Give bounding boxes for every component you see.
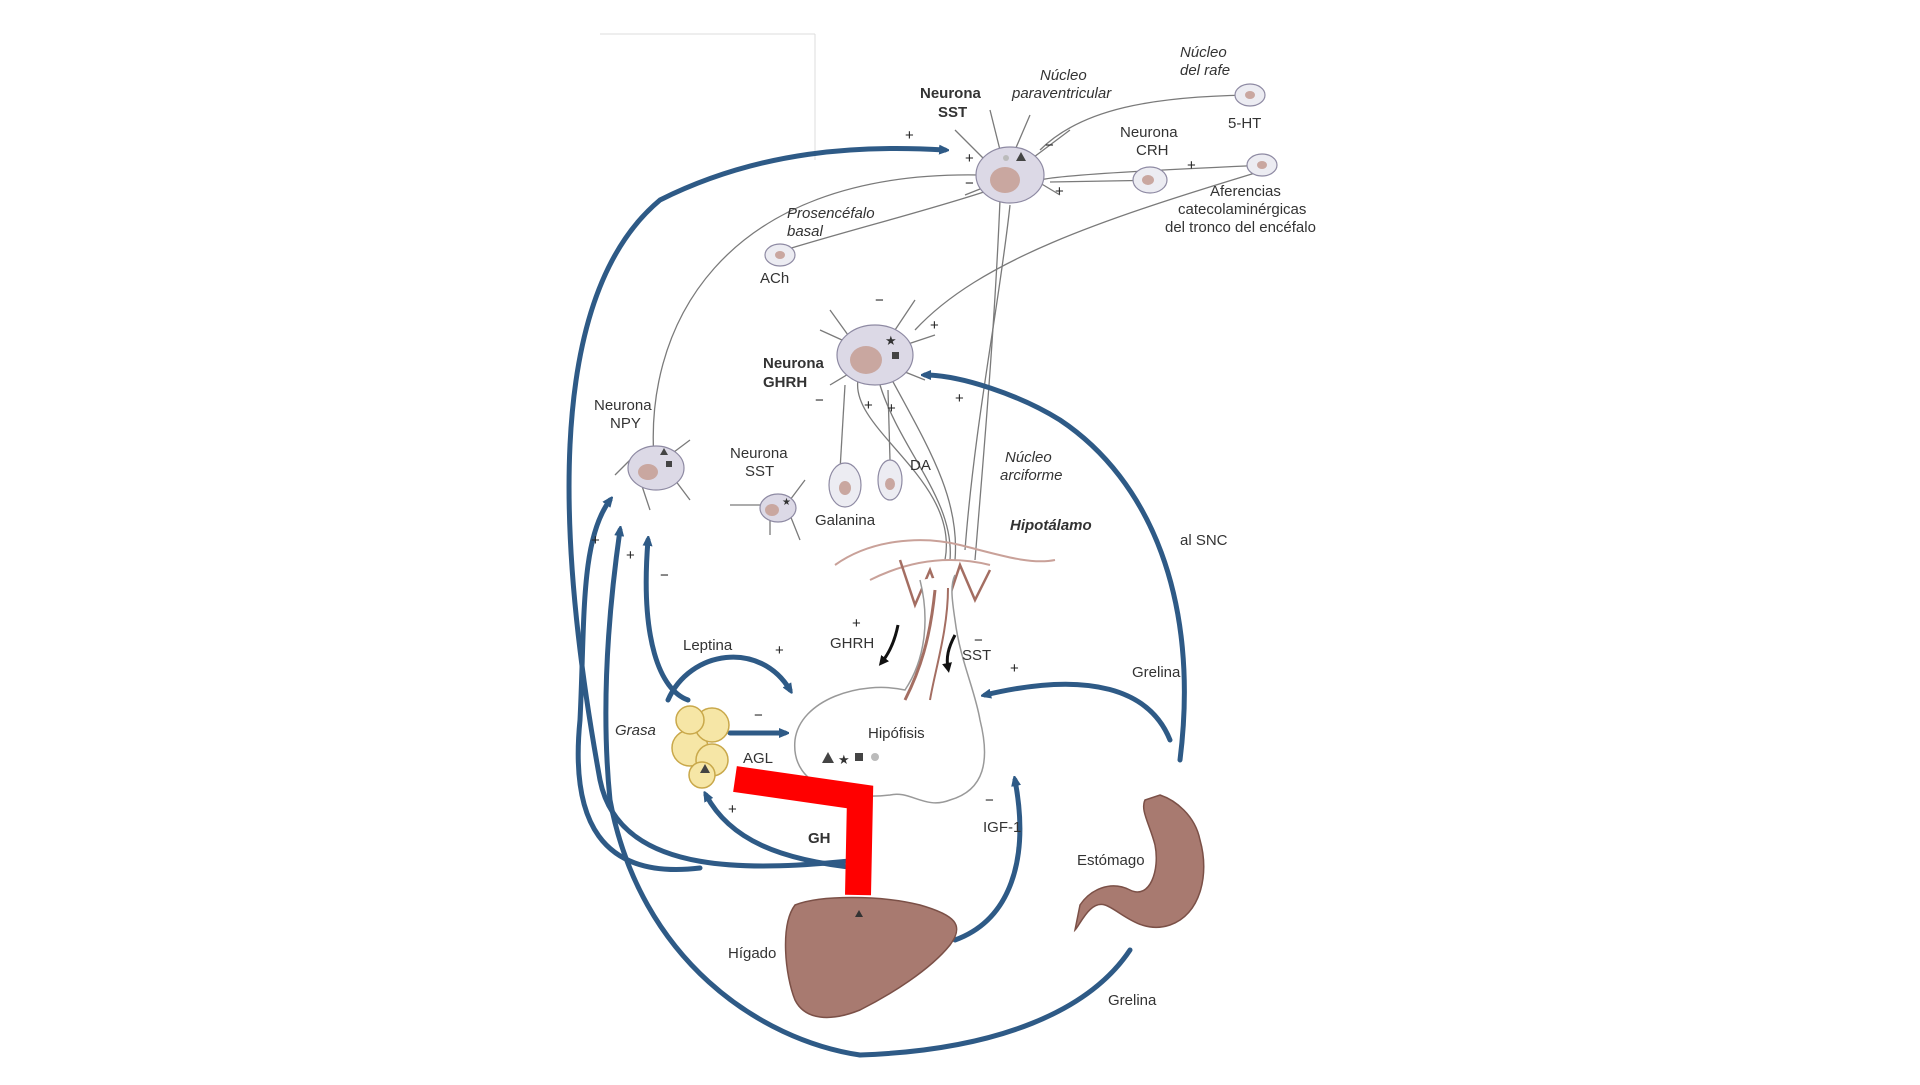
ghrh-neuron: ★: [819, 299, 936, 386]
raphe-label-1: Núcleo: [1180, 44, 1227, 61]
gh-label: GH: [808, 830, 831, 847]
sst-neuron-small-label-1: Neurona: [730, 445, 788, 462]
igf1-arrow: [952, 780, 1023, 943]
catecholamine-neuron: [1246, 153, 1278, 177]
fat-label: Grasa: [615, 722, 656, 739]
sst-neuron-small: ★: [730, 479, 806, 541]
ghrelin-upper-label: Grelina: [1132, 664, 1181, 681]
svg-text:+: +: [955, 390, 964, 407]
svg-text:−: −: [1045, 137, 1054, 154]
sst-neuron-top: [954, 109, 1071, 204]
fatty-acids-label: AGL: [743, 750, 773, 767]
regulation-signs: + + − − + + − + + − + + + + − + − + − +: [591, 127, 1196, 818]
npy-neuron-label-1: Neurona: [594, 397, 652, 414]
svg-text:+: +: [1055, 183, 1064, 200]
svg-text:+: +: [1187, 157, 1196, 174]
fat-cells: [671, 705, 730, 789]
ghrelin-lower-path: [857, 947, 1133, 1058]
arcuate-label-2: arciforme: [1000, 467, 1063, 484]
ghrh-neuron-label-2: GHRH: [763, 374, 807, 391]
svg-text:−: −: [815, 392, 824, 409]
feedback-arrows: [566, 148, 1187, 1058]
to-cns-label: al SNC: [1180, 532, 1228, 549]
afferents-label-3: del tronco del encéfalo: [1165, 219, 1316, 236]
ghrh-release-sign: +: [852, 615, 861, 632]
liver-label: Hígado: [728, 945, 776, 962]
crh-neuron: [1132, 166, 1168, 194]
ghrh-release-arrow: [878, 624, 900, 666]
stomach: [1073, 794, 1205, 933]
crh-neuron-label-1: Neurona: [1120, 124, 1178, 141]
pituitary-gland: Hipófisis ★: [794, 574, 986, 804]
svg-text:+: +: [905, 127, 914, 144]
afferents-label-1: Aferencias: [1210, 183, 1281, 200]
svg-text:−: −: [965, 175, 974, 192]
forebrain-label-1: Prosencéfalo: [787, 205, 875, 222]
leptin-to-npy-arrow: [646, 540, 691, 703]
ghrelin-to-cns-arrow: [925, 375, 1187, 763]
ghrh-neuron-label-1: Neurona: [763, 355, 825, 372]
svg-text:★: ★: [838, 752, 850, 767]
acetylcholine-label: ACh: [760, 270, 789, 287]
svg-text:+: +: [591, 532, 600, 549]
leptin-label: Leptina: [683, 637, 733, 654]
raphe-label-2: del rafe: [1180, 62, 1230, 79]
svg-text:+: +: [728, 801, 737, 818]
raphe-neuron: [1234, 83, 1266, 107]
highlight-marker: [733, 766, 874, 896]
sst-neuron-small-label-2: SST: [745, 463, 774, 480]
leptin-to-pituitary-arrow: [665, 654, 790, 703]
svg-text:−: −: [875, 292, 884, 309]
svg-text:+: +: [775, 642, 784, 659]
ghrelin-to-pituitary-arrow: [985, 681, 1173, 743]
svg-text:−: −: [754, 707, 763, 724]
galanin-neuron: [828, 462, 862, 508]
sst-release-sign: −: [974, 632, 983, 649]
dopamine-label: DA: [910, 457, 931, 474]
svg-text:+: +: [965, 150, 974, 167]
svg-text:+: +: [864, 397, 873, 414]
gh-to-sst-arrow: [566, 148, 945, 869]
hormone-symbols: ★: [822, 752, 879, 767]
galanin-label: Galanina: [815, 512, 876, 529]
forebrain-neuron: [764, 243, 796, 267]
svg-text:−: −: [985, 792, 994, 809]
dopamine-neuron: [877, 459, 903, 501]
paraventricular-label-2: paraventricular: [1011, 85, 1112, 102]
npy-neuron-label-2: NPY: [610, 415, 641, 432]
ghrelin-to-npy-arrow: [603, 530, 863, 1058]
svg-text:+: +: [1010, 660, 1019, 677]
gh-to-npy-arrow: [575, 500, 703, 872]
ghrh-release-label: GHRH: [830, 635, 874, 652]
svg-text:−: −: [660, 567, 669, 584]
hypothalamus-label: Hipotálamo: [1010, 517, 1092, 534]
svg-text:★: ★: [782, 497, 791, 508]
svg-text:+: +: [930, 317, 939, 334]
liver: [784, 896, 958, 1019]
crh-neuron-label-2: CRH: [1136, 142, 1169, 159]
pituitary-label: Hipófisis: [868, 725, 925, 742]
paraventricular-label-1: Núcleo: [1040, 67, 1087, 84]
svg-text:+: +: [887, 400, 896, 417]
svg-text:★: ★: [885, 333, 897, 348]
serotonin-label: 5-HT: [1228, 115, 1261, 132]
sst-release-label: SST: [962, 647, 991, 664]
forebrain-label-2: basal: [787, 223, 824, 240]
gh-to-fat-arrow: [706, 795, 861, 871]
igf1-label: IGF-1: [983, 819, 1021, 836]
sst-neuron-top-label-1: Neurona: [920, 85, 982, 102]
sst-neuron-top-label-2: SST: [938, 104, 967, 121]
afferents-label-2: catecolaminérgicas: [1178, 201, 1306, 218]
sst-release-arrow: [942, 634, 957, 673]
npy-neuron: [614, 439, 691, 511]
arcuate-label-1: Núcleo: [1005, 449, 1052, 466]
ghrelin-lower-label: Grelina: [1108, 992, 1157, 1009]
svg-text:+: +: [626, 547, 635, 564]
stomach-label: Estómago: [1077, 852, 1145, 869]
